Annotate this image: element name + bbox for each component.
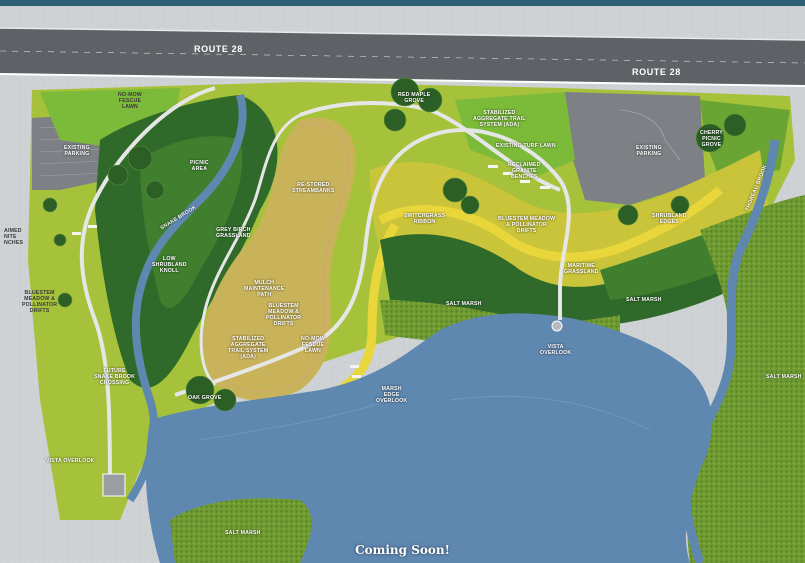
label-switchgrass-ribbon: SWITCHGRASS RIBBON xyxy=(404,213,446,225)
label-maritime-grassland: MARITIME GRASSLAND xyxy=(564,263,599,275)
trail-west xyxy=(79,86,216,491)
vista-overlook-center-marker[interactable] xyxy=(551,320,563,332)
top-border xyxy=(0,0,805,6)
label-bluestem-meadow-west: BLUESTEM MEADOW & POLLINATOR DRIFTS xyxy=(22,290,58,314)
route-28-label-east: ROUTE 28 xyxy=(632,67,681,77)
label-no-mow-fescue-lawn-center: NO-MOW FESCUE LAWN xyxy=(301,336,325,354)
trail-loop xyxy=(174,128,571,397)
label-restored-streambanks: RE-STORED STREAMBANKS xyxy=(292,182,335,194)
label-reclaimed-granite-benches-west: AIMED NITE NCHES xyxy=(4,228,24,246)
route-28-road xyxy=(0,28,805,86)
label-reclaimed-granite-benches: RECLAIMED GRANITE BENCHES xyxy=(508,162,541,180)
granite-benches xyxy=(72,165,550,378)
switchgrass-ribbon xyxy=(377,186,723,262)
label-salt-marsh-east: SALT MARSH xyxy=(626,297,662,303)
label-low-shrubland-knoll: LOW SHRUBLAND KNOLL xyxy=(152,256,187,274)
label-mulch-maintenance-path: MULCH MAINTENANCE PATH xyxy=(244,280,285,298)
label-existing-turf-lawn: EXISTING TURF LAWN xyxy=(496,143,556,149)
label-stabilized-trail-north: STABILIZED AGGREGATE TRAIL SYSTEM (ADA) xyxy=(473,110,526,128)
label-salt-marsh-south: SALT MARSH xyxy=(225,530,261,536)
label-shrubland-edges: SHRUBLAND EDGES xyxy=(652,213,687,225)
label-oak-grove: OAK GROVE xyxy=(188,395,222,401)
salt-marsh-south xyxy=(170,498,312,563)
route-28-label-west: ROUTE 28 xyxy=(194,44,243,54)
label-salt-marsh-center: SALT MARSH xyxy=(446,301,482,307)
label-vista-overlook-west: VISTA OVERLOOK xyxy=(46,458,95,464)
label-no-mow-fescue-lawn-north: NO-MOW FESCUE LAWN xyxy=(118,92,142,110)
forest-east xyxy=(380,210,785,328)
label-future-snake-brook-crossing: FUTURE SNAKE BROOK CROSSING xyxy=(94,368,136,386)
label-marsh-edge-overlook: MARSH EDGE OVERLOOK xyxy=(376,386,408,404)
label-red-maple-grove: RED MAPLE GROVE xyxy=(398,92,431,104)
salt-marsh-east xyxy=(687,195,805,563)
label-salt-marsh-far-east: SALT MARSH xyxy=(766,374,802,380)
existing-parking-east xyxy=(565,92,705,205)
label-picnic-area: PICNIC AREA xyxy=(190,160,209,172)
label-existing-parking-west: EXISTING PARKING xyxy=(64,145,90,157)
label-vista-overlook-center: VISTA OVERLOOK xyxy=(540,344,572,356)
label-bluestem-meadow-east: BLUESTEM MEADOW & POLLINATOR DRIFTS xyxy=(498,216,556,234)
label-cherry-picnic-grove: CHERRY PICNIC GROVE xyxy=(700,130,723,148)
label-bluestem-meadow-center: BLUESTEM MEADOW & POLLINATOR DRIFTS xyxy=(266,303,302,327)
central-meadow xyxy=(202,117,356,401)
label-grey-birch-grassland: GREY BIRCH GRASSLAND xyxy=(216,227,251,239)
vista-overlook-west-marker[interactable] xyxy=(102,473,126,497)
coming-soon-banner: Coming Soon! xyxy=(355,543,450,557)
snake-brook xyxy=(126,93,247,503)
label-existing-parking-east: EXISTING PARKING xyxy=(636,145,662,157)
tree-clusters xyxy=(42,77,747,412)
label-stabilized-trail-center: STABILIZED AGGREGATE TRAIL SYSTEM (ADA) xyxy=(228,336,269,360)
